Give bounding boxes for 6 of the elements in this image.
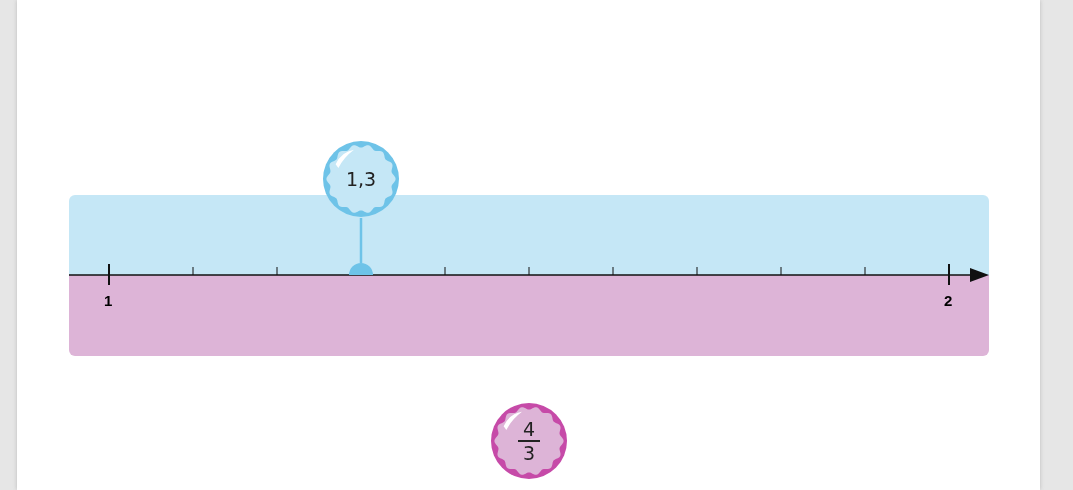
denominator: 3: [521, 441, 537, 464]
value-label: 1,3: [345, 168, 377, 190]
pin-stem: [359, 218, 363, 263]
tick-label: 1: [104, 292, 113, 309]
numerator: 4: [518, 418, 540, 442]
tick-label: 2: [944, 292, 953, 309]
